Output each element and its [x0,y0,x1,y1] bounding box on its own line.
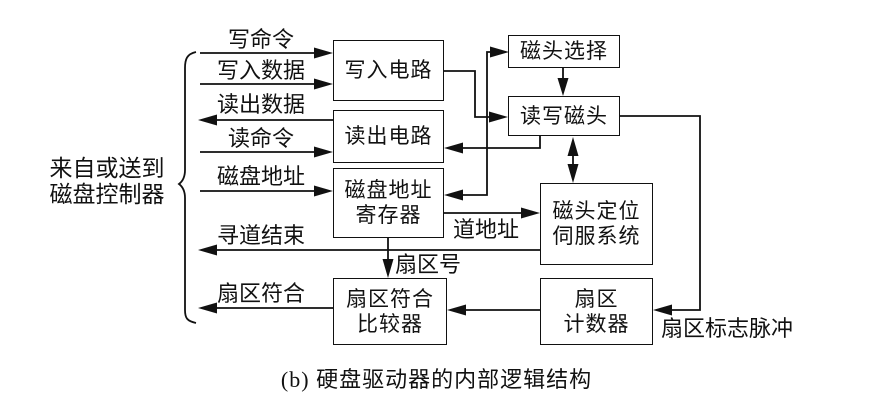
signal-label-write-command: 写命令 [227,27,294,52]
left-brace [177,51,197,324]
bus-line-write-command [200,47,333,59]
box-head-servo-label: 磁头定位 伺服系统 [552,199,641,248]
label-track-address: 道地址 [453,217,520,242]
box-disk-address-register: 磁盘地址 寄存器 [333,168,444,238]
box-head-select-label: 磁头选择 [520,39,608,63]
bus-line-seek-end [198,244,540,256]
signal-label-read-data: 读出数据 [216,92,305,117]
signal-label-disk-address: 磁盘地址 [216,164,305,189]
bus-line-disk-address [200,185,333,197]
connector-counter-to-comparator [447,304,540,316]
box-write-circuit: 写入电路 [333,40,444,101]
box-read-circuit: 读出电路 [333,110,444,163]
connector-track-address [444,207,540,219]
box-write-circuit-label: 写入电路 [344,58,433,82]
box-read-circuit-label: 读出电路 [344,124,433,148]
box-rw-head: 读写磁头 [508,96,620,136]
box-head-servo: 磁头定位 伺服系统 [540,183,653,265]
connector-rw-head-to-sector-counter [620,115,701,316]
connector-head-select-to-rw-head [557,68,569,96]
box-rw-head-label: 读写磁头 [520,103,608,128]
box-sector-counter: 扇区 计数器 [540,278,653,345]
connector-register-head-select-vertical [444,46,509,201]
signal-label-sector-match: 扇区符合 [216,281,305,306]
box-sector-comparator: 扇区符合 比较器 [333,278,447,345]
box-sector-comparator-label: 扇区符合 比较器 [346,286,434,336]
signal-label-seek-end: 寻道结束 [216,223,305,248]
bus-line-read-command [200,146,333,158]
figure-caption: (b) 硬盘驱动器的内部逻辑结构 [280,367,593,392]
bus-line-write-data [200,78,333,90]
signal-label-read-command: 读命令 [227,126,294,151]
connector-write-circuit-to-rw-head [444,70,508,123]
bus-line-read-data [198,114,333,126]
label-sector-number: 扇区号 [395,252,462,277]
bus-line-sector-match [198,302,333,314]
label-sector-mark-pulse: 扇区标志脉冲 [661,316,794,341]
connector-register-to-comparator [382,238,394,278]
connector-rw-head-servo-bidirectional [567,137,579,183]
connector-rw-head-to-read-circuit [444,136,541,154]
box-sector-counter-label: 扇区 计数器 [563,286,630,336]
box-head-select: 磁头选择 [508,35,620,68]
signal-label-write-data: 写入数据 [216,58,305,83]
box-disk-address-register-label: 磁盘地址 寄存器 [344,178,433,227]
controller-bus-label: 来自或送到 磁盘控制器 [49,156,165,207]
